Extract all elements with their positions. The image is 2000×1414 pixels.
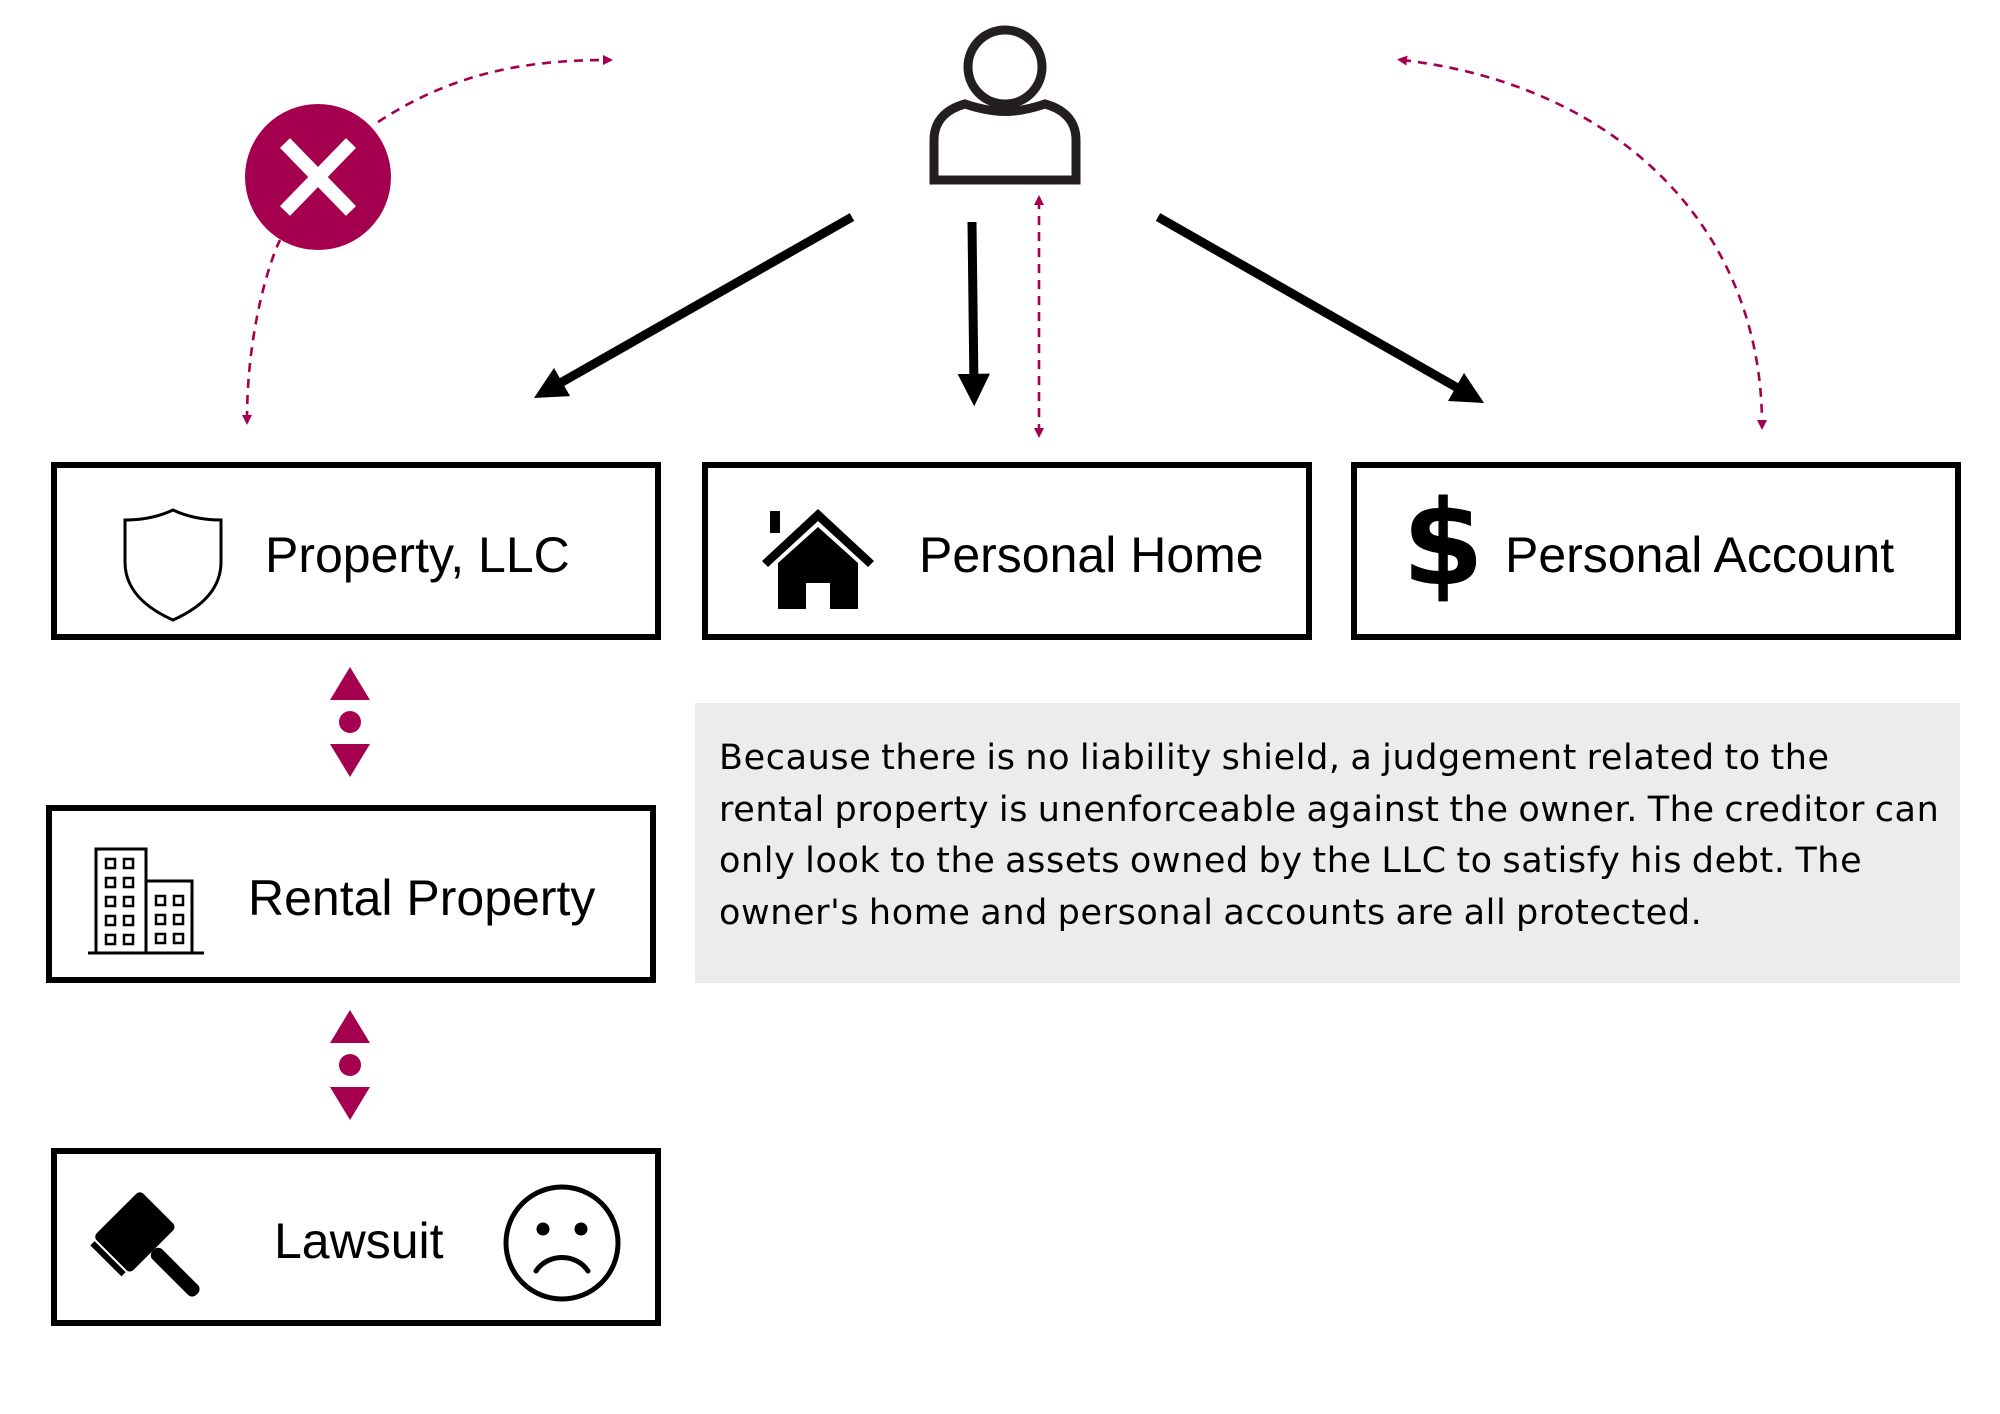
box-rental-property: Rental Property [46,805,656,983]
box-personal-home: Personal Home [702,462,1312,640]
two-way-connector-llc-rental [330,667,370,777]
gavel-icon [90,1192,200,1297]
box-lawsuit: Lawsuit [51,1148,661,1326]
arrow-to-home [957,221,991,407]
person-icon [929,25,1081,185]
box-property-llc-label: Property, LLC [265,527,570,583]
two-way-connector-rental-lawsuit [330,1010,370,1120]
arrow-to-llc [533,213,855,399]
arrow-to-account [1155,213,1485,404]
house-icon [762,509,874,609]
explanation-note: Because there is no liability shield, a … [695,703,1960,983]
dashed-arrow-llc-to-owner [247,60,608,420]
dashed-arrow-account-to-owner [1397,55,1767,430]
explanation-note-text: Because there is no liability shield, a … [719,738,1940,933]
box-personal-home-label: Personal Home [919,527,1264,583]
box-rental-property-label: Rental Property [248,870,596,926]
shield-icon [123,508,223,622]
box-personal-account-label: Personal Account [1505,527,1895,583]
box-lawsuit-label: Lawsuit [274,1213,444,1269]
building-icon [88,847,204,955]
box-property-llc: Property, LLC [51,462,661,640]
sad-face-icon [503,1184,621,1302]
box-personal-account: $ Personal Account [1351,462,1961,640]
x-circle-icon [245,104,391,250]
dollar-icon: $ [1402,474,1485,612]
